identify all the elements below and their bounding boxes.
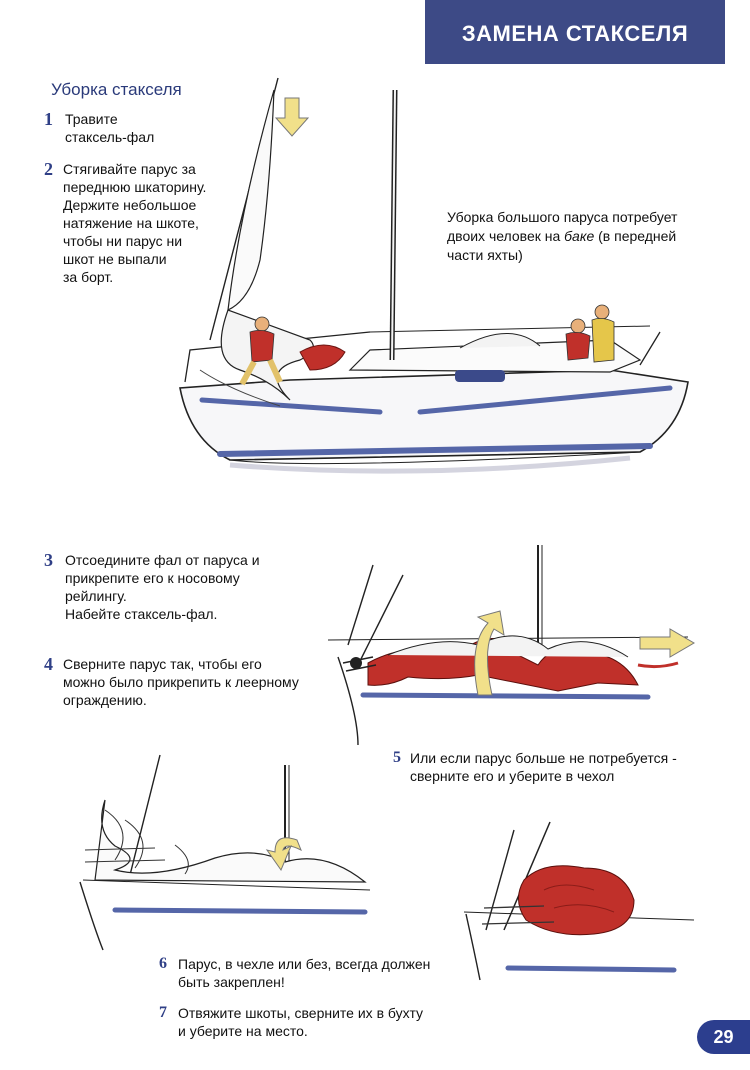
step-line: ограждению. [63, 692, 147, 708]
step-number: 5 [393, 749, 401, 766]
note-line: двоих человек на баке (в передней [447, 227, 677, 246]
note-text: двоих человек на [447, 228, 565, 244]
crew-figure-bow [239, 316, 283, 386]
step-text: Парус, в чехле или без, всегда должен бы… [175, 955, 430, 991]
step-number: 4 [44, 654, 53, 674]
step-line: и уберите на место. [178, 1023, 308, 1039]
step-text: Сверните парус так, чтобы его можно было… [60, 655, 299, 709]
step-3: 3 Отсоедините фал от паруса и прикрепите… [44, 551, 260, 623]
step-6: 6 Парус, в чехле или без, всегда должен … [159, 955, 430, 991]
step-line: Держите небольшое [63, 197, 197, 213]
step-line: переднюю шкаторину. [63, 179, 207, 195]
step-5: 5 Или если парус больше не потребуется -… [393, 749, 677, 785]
step-line: чтобы ни парус ни [63, 233, 183, 249]
page-title: ЗАМЕНА СТАКСЕЛЯ [461, 21, 689, 46]
sail-bag-illustration [463, 821, 695, 981]
step-line: Травите [65, 111, 118, 127]
page-number: 29 [697, 1020, 750, 1054]
note-line: части яхты) [447, 247, 523, 263]
yacht-illustration [179, 77, 689, 474]
step-line: прикрепите его к носовому [65, 570, 240, 586]
step-7: 7 Отвяжите шкоты, сверните их в бухту и … [159, 1004, 423, 1040]
step-line: сверните его и уберите в чехол [410, 768, 615, 784]
step-line: за борт. [63, 269, 114, 285]
step-2: 2 Стягивайте парус за переднюю шкаторину… [44, 160, 206, 286]
step-text: Отсоедините фал от паруса и прикрепите е… [60, 551, 260, 623]
crew-figure-cockpit-1 [565, 318, 591, 361]
note-emphasis: баке [564, 228, 595, 244]
step-number: 2 [44, 159, 53, 179]
note-line: Уборка большого паруса потребует [447, 209, 678, 225]
step-1: 1 Травите стаксель-фал [44, 110, 154, 146]
step-text: Стягивайте парус за переднюю шкаторину. … [60, 160, 206, 286]
step-line: Стягивайте парус за [63, 161, 196, 177]
header-banner: ЗАМЕНА СТАКСЕЛЯ [425, 0, 725, 64]
step-4: 4 Сверните парус так, чтобы его можно бы… [44, 655, 299, 709]
sail-lashed-illustration [79, 754, 371, 951]
step-number: 1 [44, 109, 53, 129]
jib-rolled-illustration [327, 545, 695, 746]
step-line: можно было прикрепить к леерному [63, 674, 299, 690]
step-number: 3 [44, 550, 53, 570]
step-line: Набейте стаксель-фал. [65, 606, 218, 622]
crew-figure-cockpit-2 [591, 304, 615, 363]
step-line: рейлингу. [65, 588, 127, 604]
step-line: натяжение на шкоте, [63, 215, 199, 231]
step-text: Или если парус больше не потребуется - с… [409, 749, 677, 785]
step-text: Отвяжите шкоты, сверните их в бухту и уб… [175, 1004, 423, 1040]
step-line: стаксель-фал [65, 129, 155, 145]
step-line: шкот не выпали [63, 251, 167, 267]
step-line: быть закреплен! [178, 974, 285, 990]
step-number: 6 [159, 955, 167, 972]
step-line: Отвяжите шкоты, сверните их в бухту [178, 1005, 424, 1021]
crew-note: Уборка большого паруса потребует двоих ч… [447, 208, 677, 265]
step-line: Или если парус больше не потребуется - [410, 750, 677, 766]
step-line: Парус, в чехле или без, всегда должен [178, 956, 431, 972]
step-text: Травите стаксель-фал [60, 110, 154, 146]
section-title: Уборка стакселя [51, 80, 182, 99]
note-text: (в передней [594, 228, 677, 244]
step-line: Отсоедините фал от паруса и [65, 552, 260, 568]
step-number: 7 [159, 1004, 167, 1021]
step-line: Сверните парус так, чтобы его [63, 656, 262, 672]
